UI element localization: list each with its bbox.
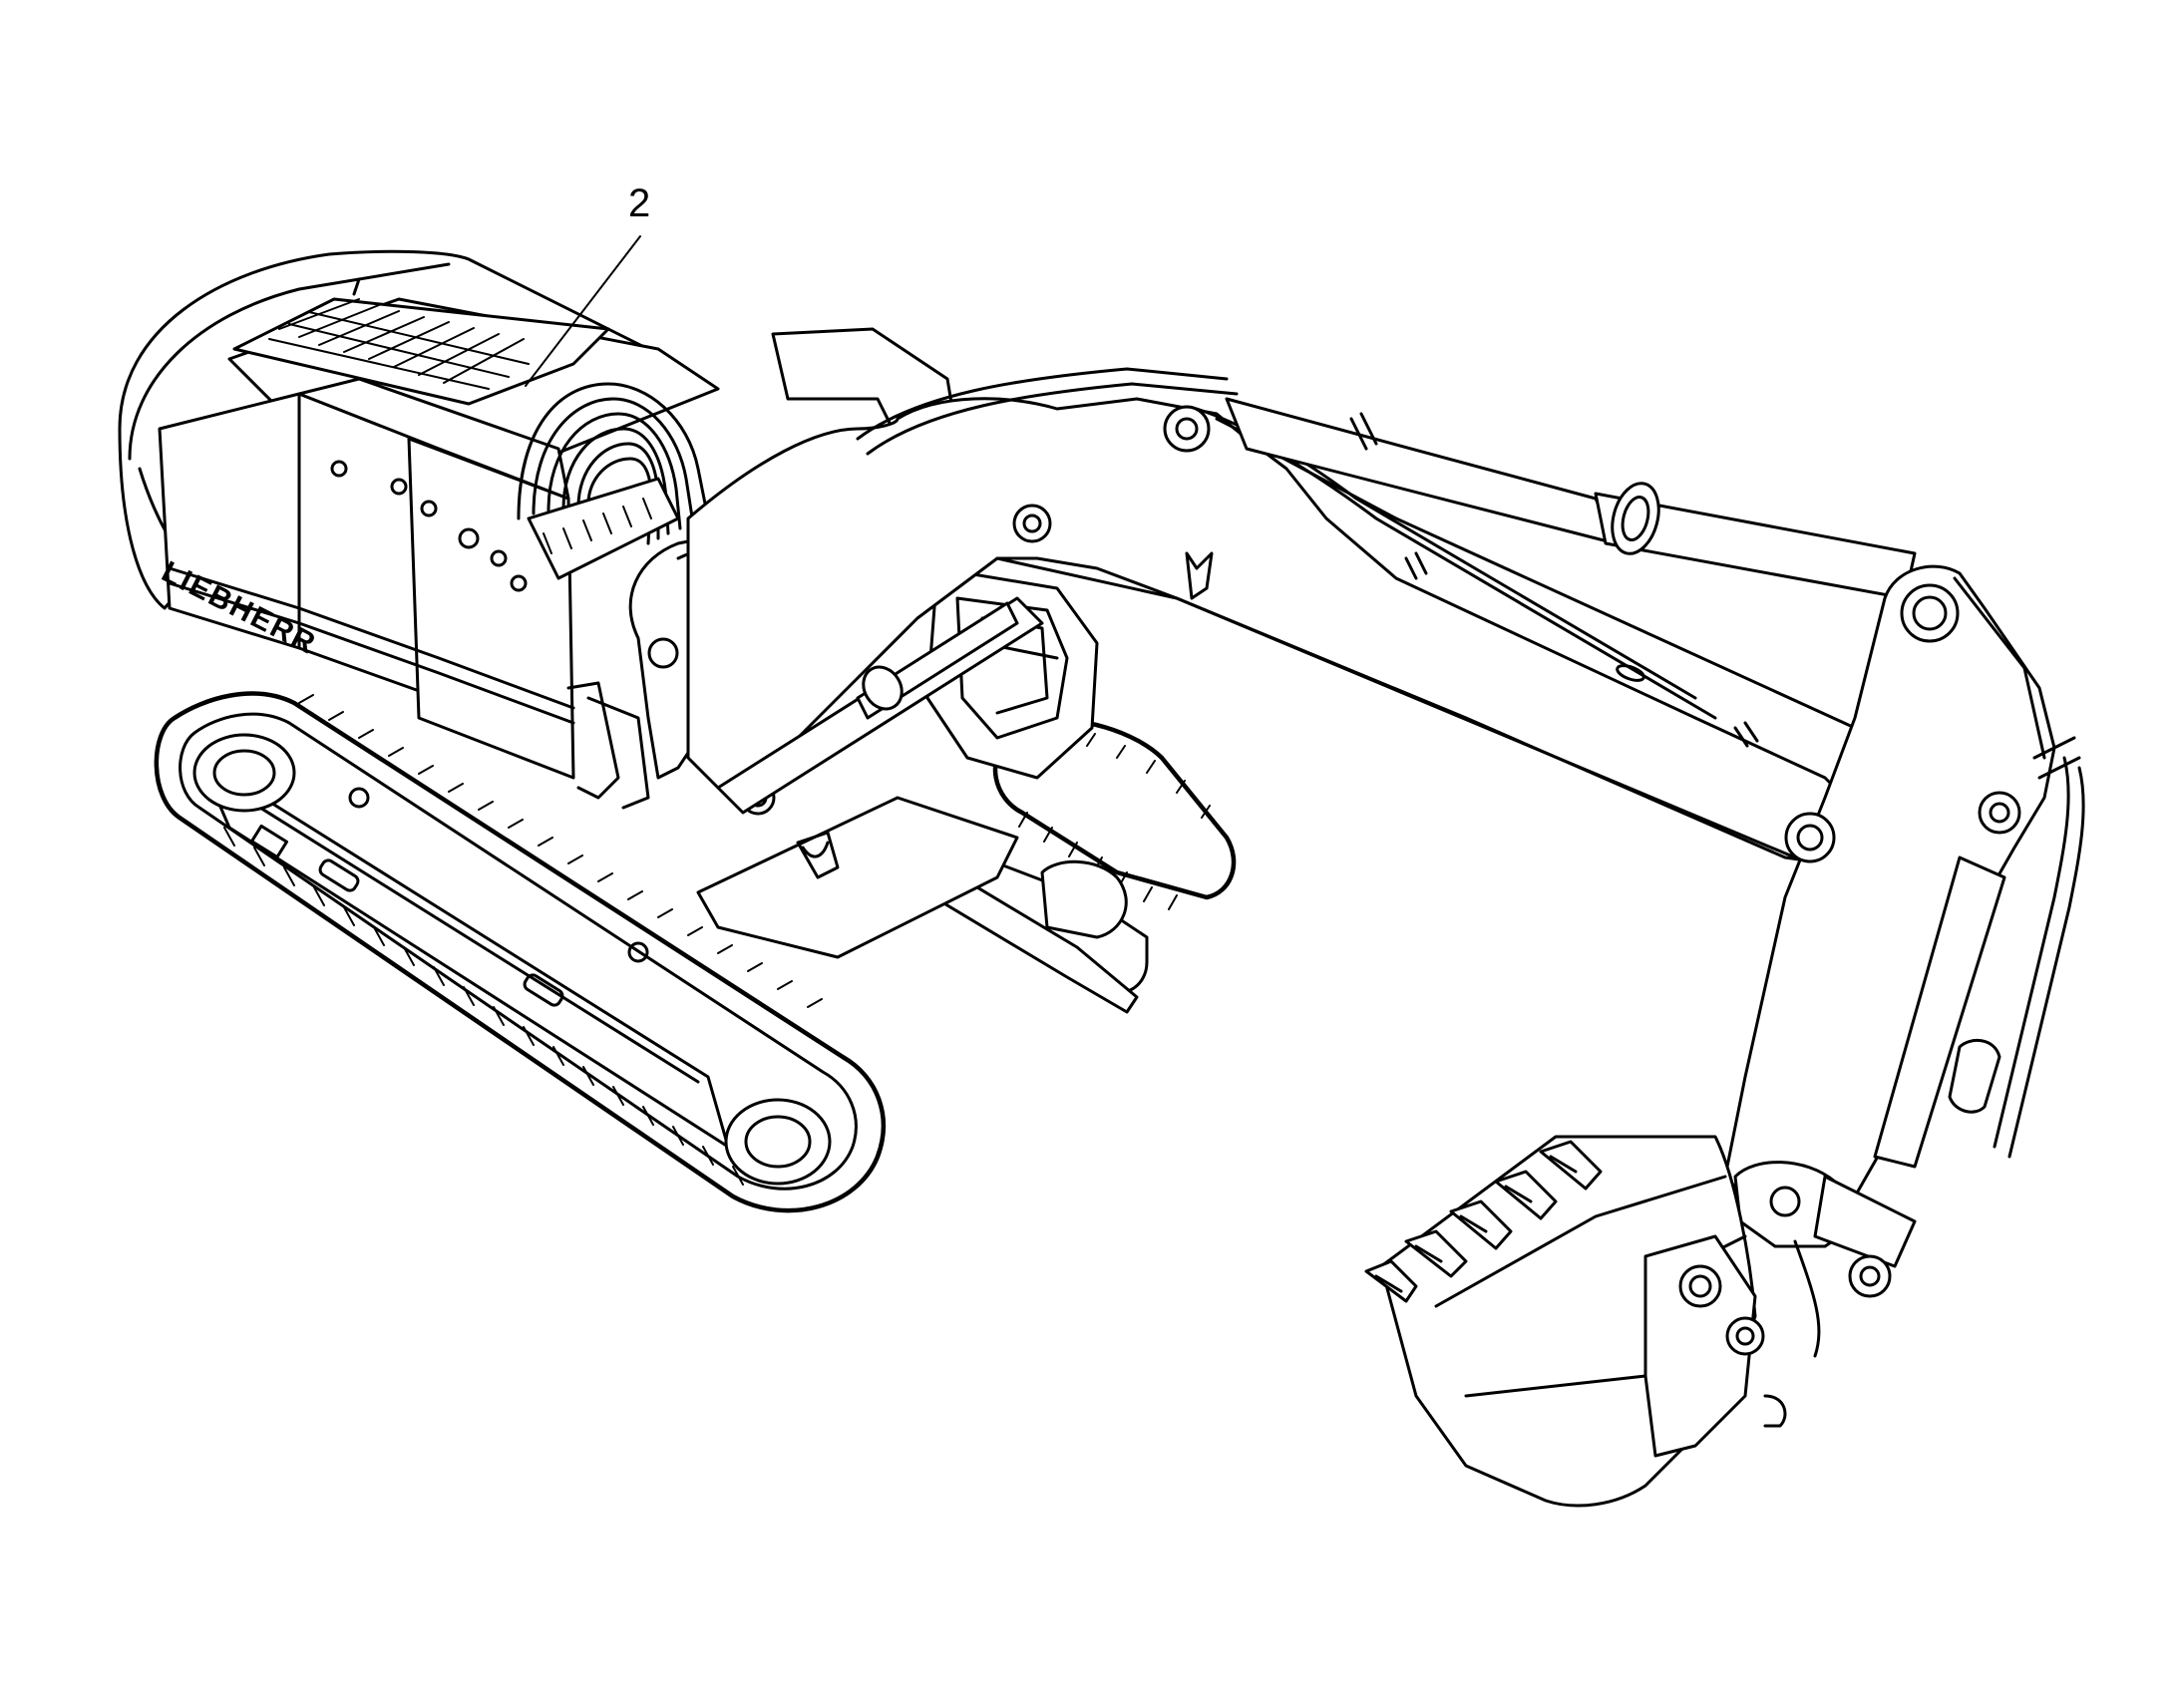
leader-line xyxy=(525,235,641,387)
bucket xyxy=(1364,1135,1787,1508)
boom xyxy=(628,367,1917,869)
left-track xyxy=(154,691,887,1213)
callout-number: 2 xyxy=(628,181,650,225)
track-shoes-left xyxy=(223,694,823,1186)
engine-grille xyxy=(268,298,530,390)
bucket-linkage xyxy=(1733,1161,1917,1358)
upper-structure: LIEBHERR xyxy=(118,249,720,810)
bucket-teeth xyxy=(1364,1140,1603,1303)
callout-2: 2 xyxy=(525,181,650,387)
stick-arm xyxy=(1723,564,2085,1218)
center-frame xyxy=(696,796,1019,959)
